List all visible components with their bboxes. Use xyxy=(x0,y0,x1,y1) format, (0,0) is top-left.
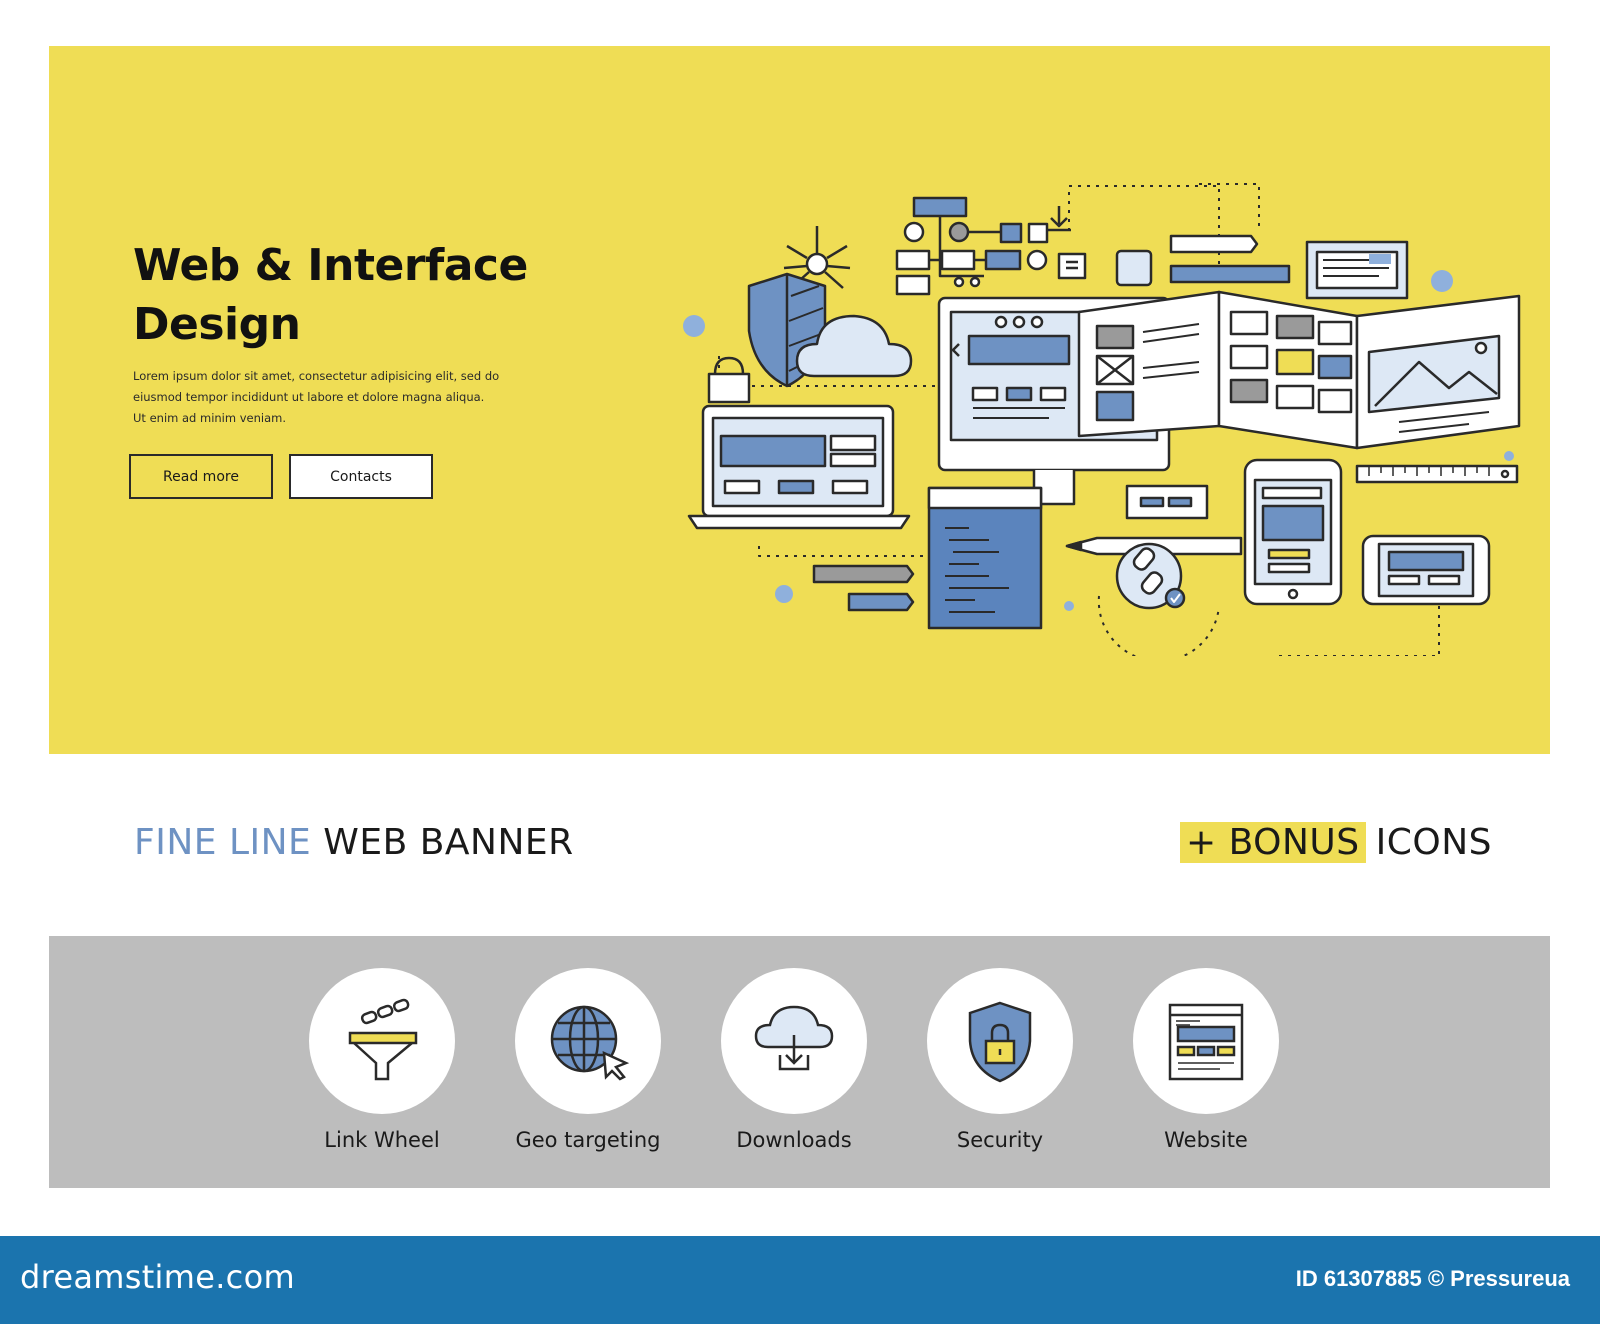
footer-image-id: ID 61307885 © Pressureua xyxy=(1295,1266,1570,1291)
globe-cursor-icon xyxy=(550,1005,630,1081)
padlock-icon xyxy=(707,356,751,404)
download-icon xyxy=(1047,206,1087,280)
link-wheel-icon xyxy=(348,998,418,1081)
icon-circle xyxy=(721,968,867,1114)
hero-description-line3: Ut enim ad minim veniam. xyxy=(133,411,287,425)
phone-icon xyxy=(1243,458,1343,606)
icon-card-downloads[interactable]: Downloads xyxy=(719,968,869,1152)
wireframe-pages xyxy=(1077,290,1521,450)
laptop-icon xyxy=(687,404,911,530)
phone-landscape-icon xyxy=(1361,534,1491,606)
icon-label: Security xyxy=(956,1128,1044,1152)
icon-label: Geo targeting xyxy=(515,1128,661,1152)
icon-circle xyxy=(1133,968,1279,1114)
hero-title: Web & Interface Design xyxy=(133,236,528,354)
web-design-illustration xyxy=(683,183,1521,656)
hero-description: Lorem ipsum dolor sit amet, consectetur … xyxy=(133,366,543,429)
bonus-highlight: + BONUS xyxy=(1179,822,1366,863)
contacts-button[interactable]: Contacts xyxy=(289,454,433,499)
headline-rest: WEB BANNER xyxy=(323,822,574,863)
icon-label: Downloads xyxy=(736,1128,852,1152)
bonus-icons-strip: Link Wheel Geo targeting Downloads xyxy=(49,936,1550,1188)
icon-circle xyxy=(309,968,455,1114)
website-layout-icon xyxy=(1168,1003,1244,1081)
bonus-icons-headline: + BONUS ICONS xyxy=(1179,822,1492,863)
icon-circle xyxy=(515,968,661,1114)
hero-description-line1: Lorem ipsum dolor sit amet, consectetur … xyxy=(133,369,500,383)
icon-card-website[interactable]: Website xyxy=(1131,968,1281,1152)
link-chain-icon xyxy=(1115,542,1186,610)
icon-label: Link Wheel xyxy=(324,1128,440,1152)
code-document-icon xyxy=(927,486,1043,630)
shield-lock-icon xyxy=(968,1001,1032,1083)
headline-accent: FINE LINE xyxy=(134,822,312,863)
icon-card-link-wheel[interactable]: Link Wheel xyxy=(307,968,457,1152)
read-more-button[interactable]: Read more xyxy=(129,454,273,499)
cloud-download-icon xyxy=(754,1005,834,1071)
browser-window-small xyxy=(1305,240,1409,300)
ruler-icon xyxy=(1355,464,1519,484)
watermark-footer: dreamstime.com ID 61307885 © Pressureua xyxy=(0,1236,1600,1324)
footer-brand: dreamstime.com xyxy=(20,1258,295,1296)
icon-card-geo-targeting[interactable]: Geo targeting xyxy=(513,968,663,1152)
flowchart-icon xyxy=(895,196,1049,296)
hero-banner: Web & Interface Design Lorem ipsum dolor… xyxy=(49,46,1550,754)
fine-line-headline: FINE LINE WEB BANNER xyxy=(134,822,574,863)
icon-label: Website xyxy=(1164,1128,1248,1152)
icon-circle xyxy=(927,968,1073,1114)
hero-title-line2: Design xyxy=(133,299,301,350)
cloud-icon xyxy=(795,314,913,378)
hero-title-line1: Web & Interface xyxy=(133,240,528,291)
hero-description-line2: eiusmod tempor incididunt ut labore et d… xyxy=(133,390,485,404)
icon-card-security[interactable]: Security xyxy=(925,968,1075,1152)
bonus-rest: ICONS xyxy=(1375,822,1492,863)
